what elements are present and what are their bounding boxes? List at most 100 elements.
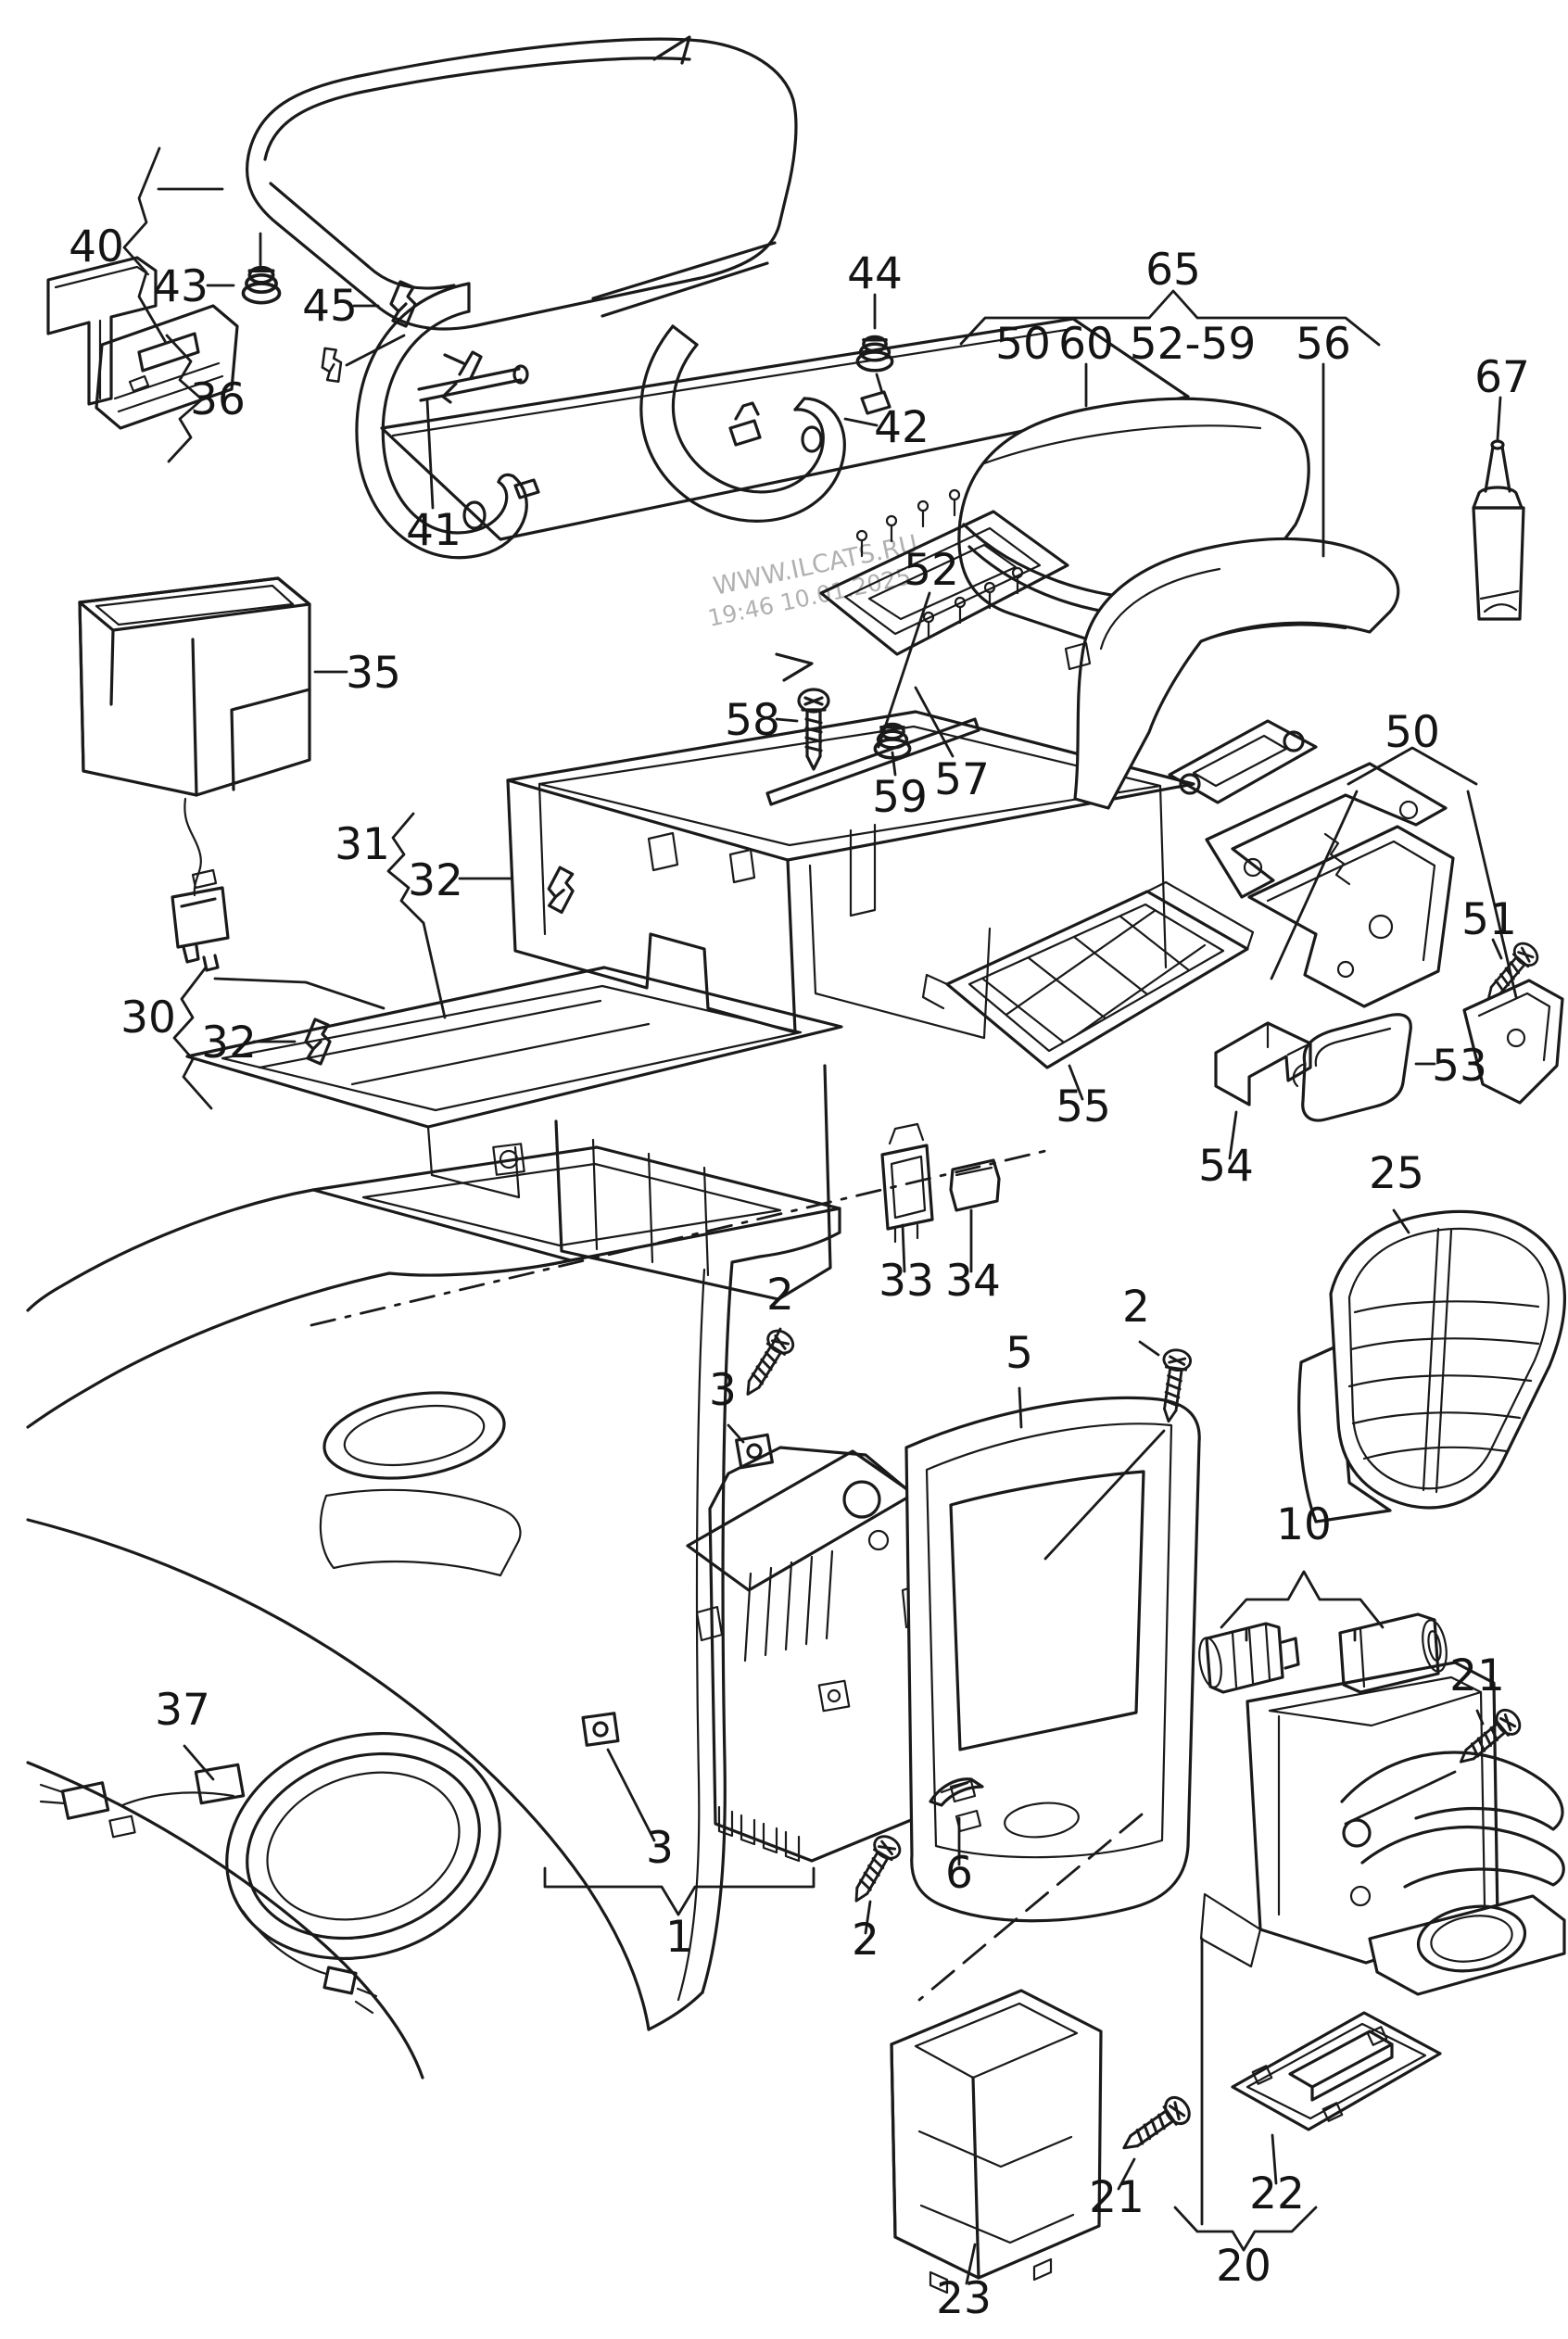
- part-label-50-7: 50: [995, 319, 1051, 370]
- part-label-56-10: 56: [1296, 319, 1351, 370]
- brace-1: [543, 1866, 816, 1916]
- part-label-2-38: 2: [852, 1915, 879, 1966]
- air-vent-25: [1297, 1209, 1566, 1524]
- part-label-45-2: 45: [302, 281, 358, 332]
- console-body-1: [26, 1143, 841, 2080]
- part-label-21-42: 21: [1089, 2172, 1144, 2223]
- hinge-link-lower: [1205, 762, 1448, 899]
- part-label-36-12: 36: [190, 374, 246, 425]
- line-54: [1228, 1110, 1238, 1160]
- watermark: WWW.ILCATS.RU 19:46 10.01.2025: [705, 530, 920, 632]
- brace-40: [122, 146, 167, 343]
- storage-box-23: [890, 1989, 1103, 2295]
- screw-21-a-icon: [1450, 1703, 1526, 1774]
- brace-30: [172, 966, 213, 1110]
- line-5: [1018, 1386, 1023, 1429]
- line-57: [914, 686, 955, 758]
- bracket-65: [959, 289, 1381, 347]
- part-label-55-25: 55: [1056, 1081, 1111, 1132]
- part-label-42-4: 42: [874, 402, 929, 453]
- rear-cover-56: [1064, 537, 1400, 810]
- clip-6-icon: [929, 1777, 984, 1807]
- line-23: [965, 2243, 977, 2285]
- part-label-60-8: 60: [1058, 319, 1114, 370]
- cap-34: [949, 1158, 1001, 1212]
- hook-strap-left: [355, 282, 528, 560]
- axis-dash-1: [310, 1149, 1047, 1327]
- part-label-31-18: 31: [335, 819, 390, 870]
- connector-pigtail-35: [171, 797, 230, 972]
- dash-42: [843, 417, 879, 427]
- part-label-37-36: 37: [155, 1685, 210, 1736]
- axis-dash-2: [917, 1813, 1144, 2002]
- line-44b: [875, 373, 884, 395]
- line-55: [1068, 1064, 1084, 1101]
- part-label-50-22: 50: [1385, 707, 1440, 758]
- part-label-67-11: 67: [1474, 352, 1530, 403]
- part-label-2-33: 2: [1122, 1282, 1150, 1333]
- part-label-3-39: 3: [646, 1823, 674, 1874]
- part-label-52-15: 52: [904, 545, 959, 596]
- clip-45-b-icon: [316, 344, 348, 386]
- base-plate-22: [1231, 2011, 1442, 2131]
- caret-50: [1347, 746, 1478, 786]
- hinge-link-upper: [1168, 719, 1318, 804]
- dash-58: [775, 717, 799, 723]
- line-21a2: [1344, 1770, 1457, 1826]
- part-label-22-43: 22: [1249, 2168, 1305, 2219]
- switch-blank-33: [880, 1122, 934, 1244]
- blade-53: [1292, 1013, 1412, 1122]
- screw-21-b-icon: [1114, 2091, 1196, 2161]
- line-50l: [1270, 790, 1359, 980]
- hook-strap-42: [639, 324, 846, 523]
- line-2a: [770, 1327, 782, 1347]
- storage-box-35: [78, 576, 311, 797]
- part-label-32-21: 32: [201, 1018, 257, 1068]
- line-67: [1496, 396, 1502, 441]
- line-41: [425, 398, 435, 510]
- caret-10: [1220, 1570, 1385, 1629]
- part-label-21-35: 21: [1449, 1650, 1505, 1701]
- part-label-51-23: 51: [1461, 894, 1517, 945]
- line-21a: [1475, 1709, 1485, 1726]
- part-label-6-37: 6: [945, 1848, 973, 1899]
- line-2b2: [1043, 1429, 1166, 1561]
- clip-32-a-icon: [545, 865, 576, 915]
- line-2c: [864, 1900, 872, 1935]
- part-label-10-34: 10: [1276, 1499, 1332, 1550]
- part-label-35-13: 35: [346, 648, 401, 699]
- trim-frame-5: [904, 1396, 1201, 1923]
- part-label-25-27: 25: [1369, 1148, 1424, 1199]
- line-21b: [1117, 2157, 1136, 2191]
- leader-lines: [122, 146, 1518, 2285]
- line-50r: [1466, 790, 1518, 999]
- wiring-harness-37: [39, 1731, 501, 2015]
- hinge-bracket-51: [1462, 979, 1564, 1105]
- grommet-43-icon: [241, 265, 282, 305]
- hinge-plate-45: [380, 317, 1190, 541]
- insert-tray-30: [185, 966, 843, 1301]
- line-59: [891, 751, 897, 777]
- part-label-41-5: 41: [406, 505, 462, 556]
- part-label-1-40: 1: [665, 1912, 693, 1963]
- direction-arrow-icon: [775, 652, 814, 682]
- glue-tube-67: [1472, 439, 1525, 621]
- cupholder-platform: [1368, 1894, 1566, 1996]
- cupholder-arms: [1340, 1751, 1565, 1907]
- hinge-pin-41: [417, 350, 529, 404]
- brace-20: [1173, 2206, 1318, 2252]
- line-33: [901, 1223, 906, 1273]
- part-label-5-32: 5: [1005, 1328, 1033, 1379]
- part-label-43-1: 43: [153, 261, 209, 312]
- part-label-57-16: 57: [934, 754, 990, 805]
- line-52: [877, 591, 931, 749]
- line-2b: [1138, 1340, 1160, 1357]
- line-45: [345, 334, 406, 367]
- part-label-20-44: 20: [1216, 2241, 1271, 2292]
- part-label-65-6: 65: [1145, 245, 1201, 296]
- line-25: [1392, 1208, 1410, 1234]
- screw-2-a-icon: [735, 1324, 799, 1403]
- line-30: [213, 977, 386, 1010]
